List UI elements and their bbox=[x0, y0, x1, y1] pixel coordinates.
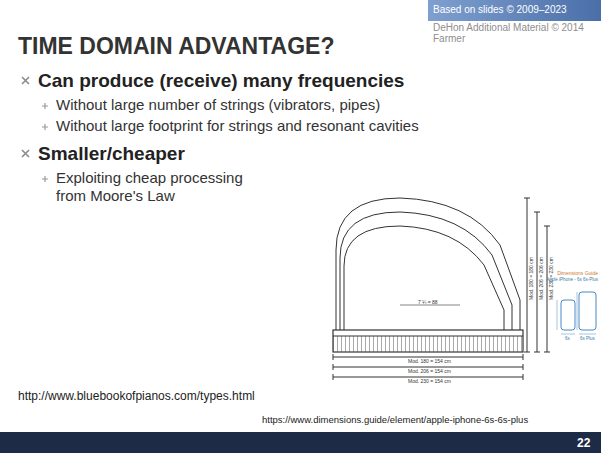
dimension-label: Mod. 180 = 154 cm bbox=[408, 358, 451, 364]
guide-label: Apple iPhone - 6s 6s-Plus bbox=[546, 277, 598, 282]
dimension-label: 7 ¼ = 88 bbox=[418, 299, 438, 305]
header-band bbox=[428, 0, 601, 21]
sub-bullet-text: Without large number of strings (vibrato… bbox=[56, 96, 380, 114]
iphone-outlines bbox=[557, 292, 596, 334]
credit-note: DeHon Additional Material © 2014 bbox=[433, 22, 584, 34]
sub-bullet-text: Exploiting cheap processing from Moore's… bbox=[56, 169, 256, 205]
slide-title: TIME DOMAIN ADVANTAGE? bbox=[18, 33, 334, 61]
dimension-label: Mod. 206 = 154 cm bbox=[408, 368, 451, 374]
sub-bullet-text: Without large footprint for strings and … bbox=[56, 117, 419, 135]
guide-label: Dimensions Guide bbox=[557, 270, 598, 276]
model-label: 6s Plus bbox=[580, 336, 595, 341]
bullet-text: Smaller/cheaper bbox=[38, 143, 185, 166]
sub-bullet-markers bbox=[42, 103, 48, 182]
dimension-label: Mod. 180 = 180 cm bbox=[528, 257, 534, 300]
dimension-label: Mod. 206 = 206 cm bbox=[538, 257, 544, 300]
source-url: http://www.bluebookofpianos.com/types.ht… bbox=[18, 389, 255, 403]
bullet-text: Can produce (receive) many frequencies bbox=[38, 70, 404, 93]
grand-piano bbox=[333, 198, 550, 380]
source-url: https://www.dimensions.guide/element/app… bbox=[262, 414, 528, 425]
bullet-markers bbox=[22, 77, 29, 157]
credit-note: Based on slides © 2009–2023 bbox=[433, 4, 567, 16]
dimension-label: Mod. 230 = 154 cm bbox=[408, 378, 451, 384]
model-label: 6s bbox=[565, 336, 570, 341]
footer-bar bbox=[0, 432, 601, 453]
credit-note: Farmer bbox=[433, 33, 465, 45]
page-number: 22 bbox=[577, 436, 590, 450]
